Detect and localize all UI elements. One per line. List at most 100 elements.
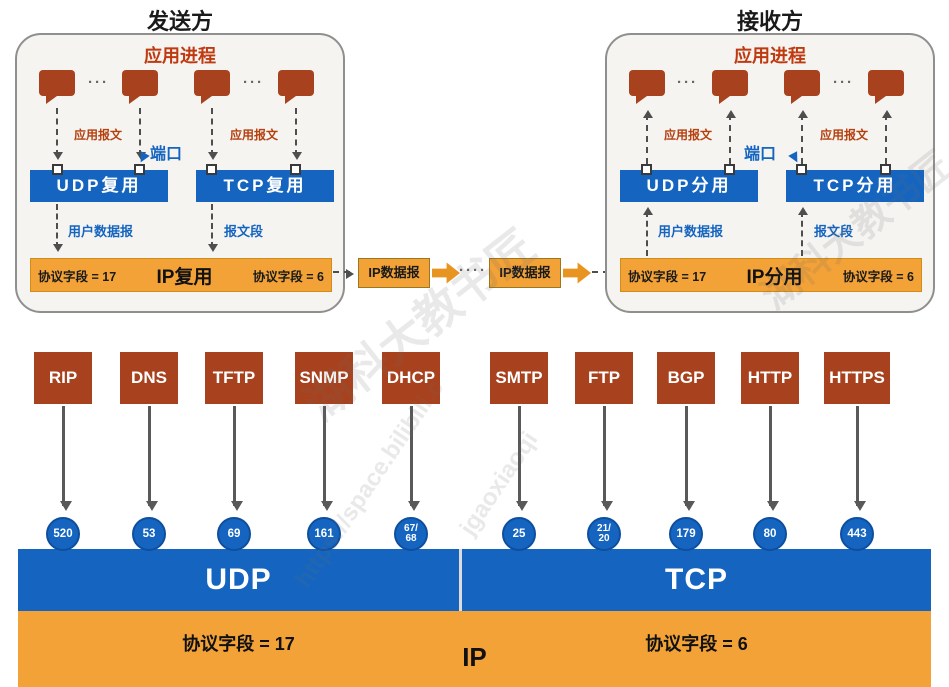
- protocol-arrow: [231, 406, 243, 511]
- ip-demux-label: IP分用: [746, 266, 803, 288]
- pdu-arrow: [208, 204, 218, 252]
- udp-pdu-label: 用户数据报: [658, 224, 724, 239]
- port-square: [880, 164, 891, 175]
- protocol-arrow: [516, 406, 528, 511]
- transit-ellipsis: ····: [459, 262, 487, 279]
- pdu-arrow: [798, 207, 808, 256]
- port-circle-https: 443: [840, 517, 874, 551]
- protocol-box-http: HTTP: [741, 352, 799, 404]
- receiver-ip-bar: 协议字段 = 17 IP分用 协议字段 = 6: [620, 258, 922, 292]
- udp-bar: UDP: [205, 563, 272, 596]
- protocol-arrow: [854, 406, 866, 511]
- protocol-box-https: HTTPS: [824, 352, 890, 404]
- app-message-label: 应用报文: [820, 128, 869, 142]
- app-message-label: 应用报文: [74, 128, 123, 142]
- ellipsis: ···: [833, 74, 854, 91]
- sender-ip-bar: 协议字段 = 17 IP复用 协议字段 = 6: [30, 258, 332, 292]
- pdu-arrow: [53, 204, 63, 252]
- sender-title: 发送方: [146, 9, 213, 34]
- tcp-pdu-label: 报文段: [814, 224, 854, 239]
- port-circle-tftp: 69: [217, 517, 251, 551]
- protocol-box-ftp: FTP: [575, 352, 633, 404]
- app-message-arrow: [208, 108, 218, 160]
- port-square: [206, 164, 217, 175]
- tcp-pdu-label: 报文段: [224, 224, 264, 239]
- protocol-arrow: [60, 406, 72, 511]
- app-process-icon: [712, 70, 748, 104]
- port-label: 端口: [744, 146, 777, 163]
- app-message-arrow: [53, 108, 63, 160]
- protocol-box-dhcp: DHCP: [382, 352, 440, 404]
- port-circle-http: 80: [753, 517, 787, 551]
- protocol-box-tftp: TFTP: [205, 352, 263, 404]
- protocol-field-udp-label: 协议字段 = 17: [628, 269, 707, 284]
- ip-label: IP: [462, 642, 487, 672]
- app-message-label: 应用报文: [230, 128, 279, 142]
- protocol-box-rip: RIP: [34, 352, 92, 404]
- protocol-box-snmp: SNMP: [295, 352, 353, 404]
- app-message-arrow: [882, 110, 892, 164]
- app-message-arrow: [643, 110, 653, 164]
- port-circle-dns: 53: [132, 517, 166, 551]
- protocol-box-bgp: BGP: [657, 352, 715, 404]
- port-circle-bgp: 179: [669, 517, 703, 551]
- ellipsis: ···: [677, 74, 698, 91]
- app-message-arrow: [292, 108, 302, 160]
- ip-datagram-box: IP数据报: [358, 258, 430, 288]
- protocol-arrow: [321, 406, 333, 511]
- app-process-icon: [122, 70, 158, 104]
- udp-tcp-divider: [459, 549, 462, 611]
- protocol-arrow: [601, 406, 613, 511]
- udp-pdu-label: 用户数据报: [68, 224, 134, 239]
- protocol-field-tcp-label: 协议字段 = 6: [252, 269, 324, 284]
- port-circle-dhcp: 67/ 68: [394, 517, 428, 551]
- port-square: [290, 164, 301, 175]
- network-protocol-field-tcp: 协议字段 = 6: [645, 634, 748, 654]
- network-protocol-field-udp: 协议字段 = 17: [182, 634, 295, 654]
- app-message-label: 应用报文: [664, 128, 713, 142]
- app-process-icon: [194, 70, 230, 104]
- app-process-icon: [784, 70, 820, 104]
- port-label: 端口: [150, 146, 183, 163]
- protocol-box-smtp: SMTP: [490, 352, 548, 404]
- protocol-arrow: [146, 406, 158, 511]
- ip-mux-label: IP复用: [156, 266, 213, 288]
- receiver-title: 接收方: [736, 9, 803, 34]
- port-square: [796, 164, 807, 175]
- pdu-arrow: [643, 207, 653, 256]
- tcp-demux-box: TCP分用: [786, 170, 924, 202]
- tcp-mux-box: TCP复用: [196, 170, 334, 202]
- udp-demux-box: UDP分用: [620, 170, 758, 202]
- tcp-bar: TCP: [665, 563, 728, 596]
- forward-block-arrow: [563, 262, 591, 284]
- port-square: [641, 164, 652, 175]
- protocol-field-tcp-label: 协议字段 = 6: [842, 269, 914, 284]
- app-message-arrow: [726, 110, 736, 164]
- ellipsis: ···: [88, 74, 109, 91]
- sender-app-process-label: 应用进程: [144, 46, 216, 66]
- ip-datagram-box: IP数据报: [489, 258, 561, 288]
- app-message-arrow: [798, 110, 808, 164]
- protocol-arrow: [767, 406, 779, 511]
- transport-layer-bar: UDP TCP: [18, 549, 931, 611]
- port-circle-snmp: 161: [307, 517, 341, 551]
- app-process-icon: [39, 70, 75, 104]
- receiver-app-process-label: 应用进程: [734, 46, 806, 66]
- app-process-icon: [629, 70, 665, 104]
- network-layer-bar: [18, 611, 931, 687]
- port-square: [724, 164, 735, 175]
- datagram-arrow: [333, 269, 354, 279]
- app-message-arrow: [136, 108, 146, 160]
- app-process-icon: [278, 70, 314, 104]
- protocol-arrow: [683, 406, 695, 511]
- port-square: [52, 164, 63, 175]
- port-circle-rip: 520: [46, 517, 80, 551]
- protocol-arrow: [408, 406, 420, 511]
- ellipsis: ···: [243, 74, 264, 91]
- port-circle-ftp: 21/ 20: [587, 517, 621, 551]
- protocol-box-dns: DNS: [120, 352, 178, 404]
- app-process-icon: [868, 70, 904, 104]
- forward-block-arrow: [432, 262, 460, 284]
- port-square: [134, 164, 145, 175]
